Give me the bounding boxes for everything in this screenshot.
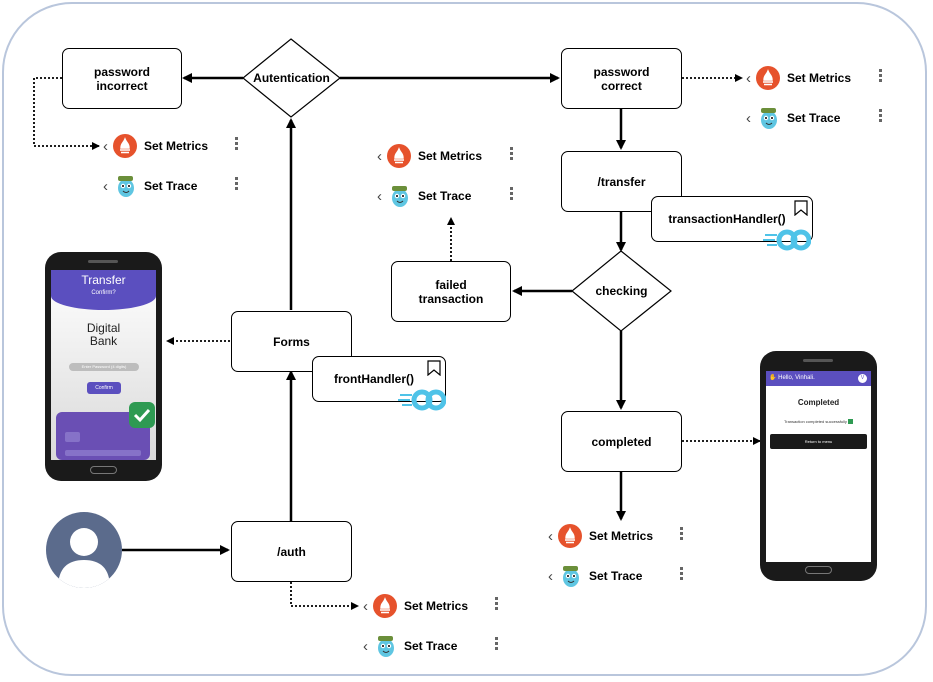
transfer-node: /transfer xyxy=(561,151,682,212)
more-options-icon[interactable] xyxy=(879,69,883,84)
prometheus-icon xyxy=(386,143,412,169)
dotted-incorrect-to-metrics xyxy=(33,77,100,150)
phone-transfer-mockup: Transfer Confirm? Digital Bank Enter Pas… xyxy=(45,252,162,481)
transaction-handler-label: transactionHandler() xyxy=(668,212,786,226)
set-metrics-label: Set Metrics xyxy=(404,599,469,613)
set-metrics-label: Set Metrics xyxy=(589,529,654,543)
more-options-icon[interactable] xyxy=(510,187,514,202)
more-options-icon[interactable] xyxy=(680,527,684,542)
checking-label: checking xyxy=(595,284,648,298)
transfer-subtitle: Confirm? xyxy=(91,290,116,296)
chevron-left-icon: ‹ xyxy=(548,567,553,585)
more-options-icon[interactable] xyxy=(235,137,239,152)
set-trace-tag[interactable]: ‹ Set Trace xyxy=(103,173,197,199)
completed-title: Completed xyxy=(797,398,840,407)
phone-screen: Transfer Confirm? Digital Bank Enter Pas… xyxy=(51,270,156,460)
set-trace-tag[interactable]: ‹ Set Trace xyxy=(377,183,471,209)
more-options-icon[interactable] xyxy=(879,109,883,124)
set-metrics-tag[interactable]: ‹ Set Metrics xyxy=(746,65,851,91)
set-metrics-tag[interactable]: ‹ Set Metrics xyxy=(103,133,208,159)
checkbox-icon xyxy=(848,419,854,425)
set-trace-label: Set Trace xyxy=(418,189,472,203)
chevron-left-icon: ‹ xyxy=(377,187,382,205)
phone-home-button xyxy=(805,566,832,574)
checking-diamond xyxy=(571,250,672,332)
bookmark-icon xyxy=(427,360,441,376)
chevron-left-icon: ‹ xyxy=(377,147,382,165)
set-trace-tag[interactable]: ‹ Set Trace xyxy=(746,105,840,131)
password-incorrect-node: password incorrect xyxy=(62,48,182,109)
chevron-left-icon: ‹ xyxy=(363,597,368,615)
jaeger-icon xyxy=(386,183,412,209)
auth-node: /auth xyxy=(231,521,352,582)
set-metrics-tag[interactable]: ‹ Set Metrics xyxy=(377,143,482,169)
prometheus-icon xyxy=(557,523,583,549)
set-trace-label: Set Trace xyxy=(404,639,458,653)
phone-home-button xyxy=(90,466,117,474)
jaeger-icon xyxy=(557,563,583,589)
phone-speaker xyxy=(88,260,118,263)
set-trace-tag[interactable]: ‹ Set Trace xyxy=(363,633,457,659)
jaeger-icon xyxy=(755,105,781,131)
chevron-left-icon: ‹ xyxy=(103,137,108,155)
prometheus-icon xyxy=(112,133,138,159)
greeting-text: Hello, Vinhali. xyxy=(778,375,815,381)
password-correct-node: password correct xyxy=(561,48,682,109)
transfer-title: Transfer xyxy=(81,273,126,287)
card-stripe xyxy=(65,450,141,456)
jaeger-icon xyxy=(112,173,138,199)
completed-message-text: Transaction completed successfully xyxy=(783,419,847,424)
set-metrics-label: Set Metrics xyxy=(787,71,852,85)
transfer-header: Transfer Confirm? xyxy=(51,270,156,310)
confirm-button[interactable]: Confirm xyxy=(87,382,121,394)
completed-node: completed xyxy=(561,411,682,472)
phone-screen: ✋ Hello, Vinhali. V Completed Transactio… xyxy=(766,371,871,562)
bank-name: Digital Bank xyxy=(86,321,121,348)
phone-speaker xyxy=(803,359,833,362)
more-options-icon[interactable] xyxy=(495,637,499,652)
set-metrics-tag[interactable]: ‹ Set Metrics xyxy=(548,523,653,549)
set-trace-label: Set Trace xyxy=(787,111,841,125)
set-metrics-label: Set Metrics xyxy=(144,139,209,153)
user-avatar[interactable]: V xyxy=(858,374,867,383)
chevron-left-icon: ‹ xyxy=(746,69,751,87)
golang-icon xyxy=(763,229,811,251)
prometheus-icon xyxy=(755,65,781,91)
more-options-icon[interactable] xyxy=(495,597,499,612)
password-input[interactable]: Enter Password (4 digits) xyxy=(69,363,139,371)
front-handler-label: frontHandler() xyxy=(334,372,414,386)
set-trace-label: Set Trace xyxy=(144,179,198,193)
autentication-label: Autentication xyxy=(253,71,330,85)
more-options-icon[interactable] xyxy=(680,567,684,582)
set-trace-label: Set Trace xyxy=(589,569,643,583)
wave-icon: ✋ xyxy=(769,375,777,381)
jaeger-icon xyxy=(372,633,398,659)
return-menu-button[interactable]: Return to menu xyxy=(770,434,867,449)
set-trace-tag[interactable]: ‹ Set Trace xyxy=(548,563,642,589)
more-options-icon[interactable] xyxy=(510,147,514,162)
failed-transaction-node: failed transaction xyxy=(391,261,511,322)
autentication-diamond xyxy=(242,38,341,118)
dotted-auth-to-metrics xyxy=(290,582,359,610)
bookmark-icon xyxy=(794,200,808,216)
phone-completed-mockup: ✋ Hello, Vinhali. V Completed Transactio… xyxy=(760,351,877,581)
chevron-left-icon: ‹ xyxy=(548,527,553,545)
set-metrics-label: Set Metrics xyxy=(418,149,483,163)
golang-icon xyxy=(398,389,446,411)
card-chip xyxy=(65,432,80,442)
app-header: ✋ Hello, Vinhali. V xyxy=(766,371,871,386)
diagram-frame xyxy=(2,2,927,676)
more-options-icon[interactable] xyxy=(235,177,239,192)
chevron-left-icon: ‹ xyxy=(103,177,108,195)
prometheus-icon xyxy=(372,593,398,619)
user-avatar-icon xyxy=(46,512,122,588)
set-metrics-tag[interactable]: ‹ Set Metrics xyxy=(363,593,468,619)
chevron-left-icon: ‹ xyxy=(746,109,751,127)
check-icon xyxy=(129,402,155,428)
completed-message: Transaction completed successfully xyxy=(766,419,871,425)
chevron-left-icon: ‹ xyxy=(363,637,368,655)
